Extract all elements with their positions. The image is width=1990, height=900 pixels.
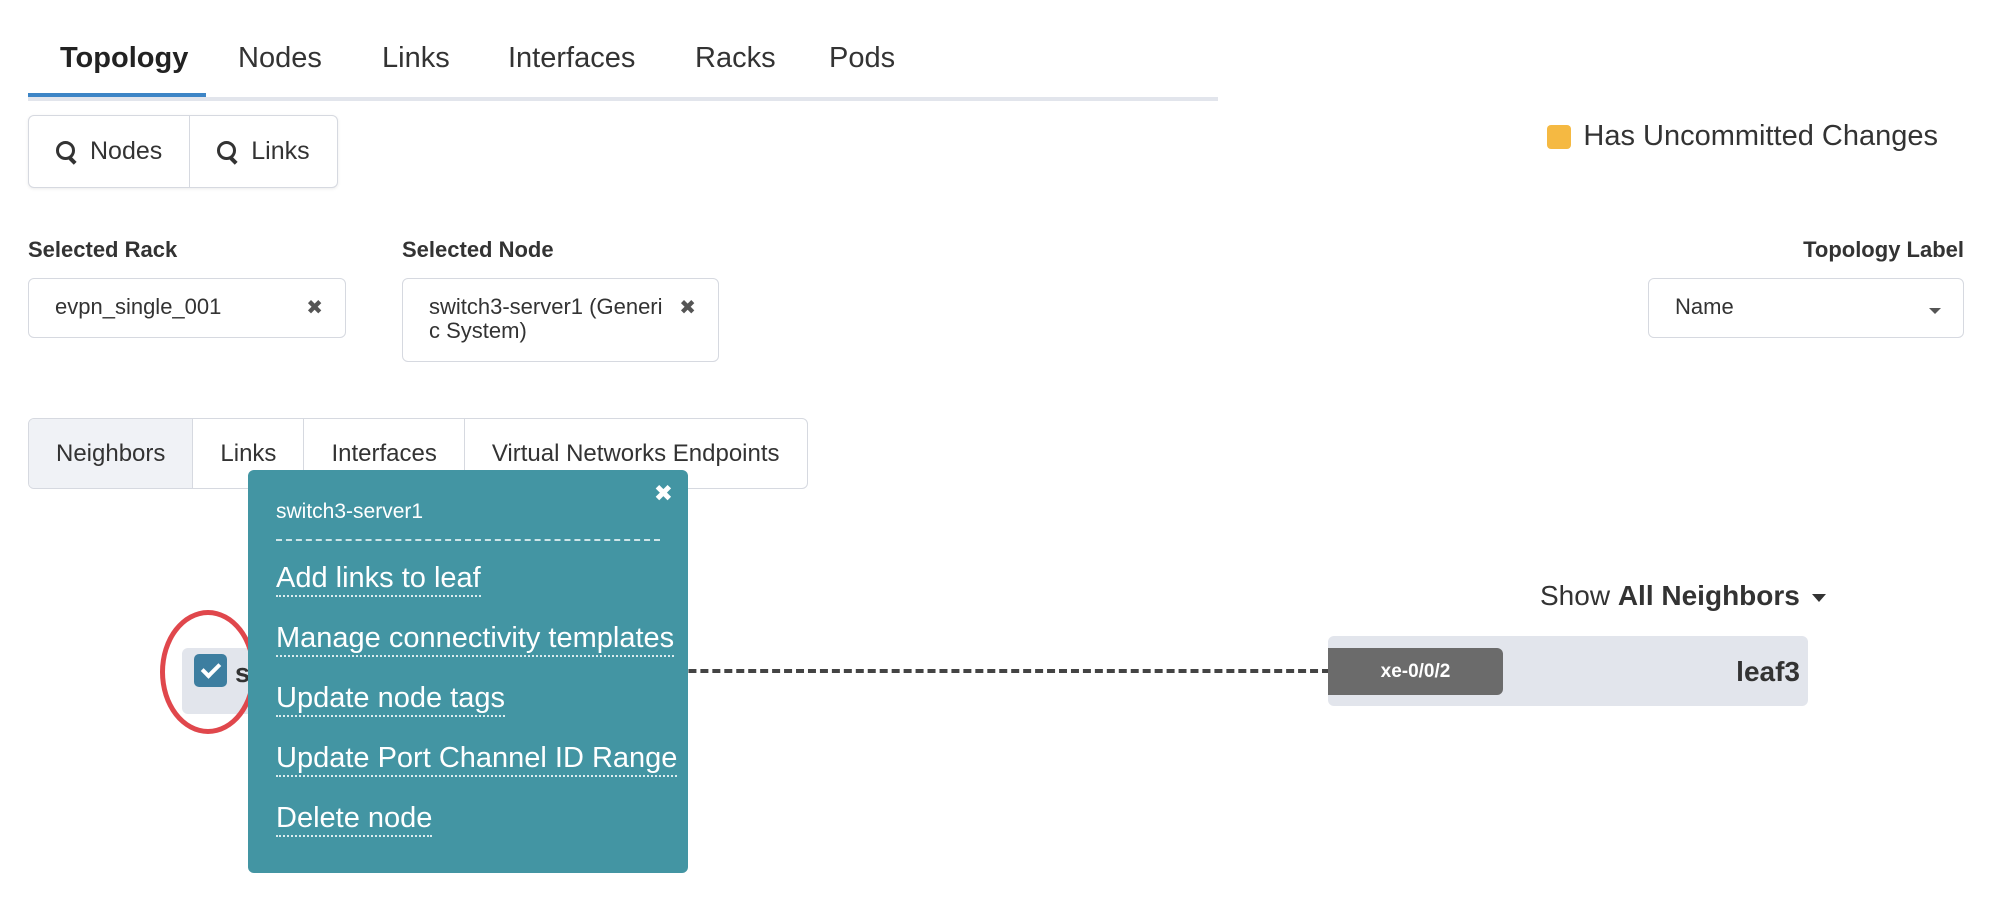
manage-connectivity-templates-link[interactable]: Manage connectivity templates: [276, 621, 675, 657]
topology-label-select[interactable]: Name: [1648, 278, 1964, 338]
show-neighbors-value: All Neighbors: [1617, 580, 1800, 611]
search-nodes-label: Nodes: [90, 137, 163, 165]
node-right-label: leaf3: [1736, 656, 1800, 687]
selected-rack-value: evpn_single_001: [55, 294, 222, 319]
uncommitted-changes-legend: Has Uncommitted Changes: [1547, 120, 1938, 153]
caret-down-icon: [1811, 593, 1826, 602]
tab-links[interactable]: Links: [382, 42, 450, 74]
search-links-label: Links: [251, 137, 310, 165]
tab-topology[interactable]: Topology: [60, 42, 189, 74]
neighbor-link-line: [282, 669, 1330, 673]
selected-node-value-line1: switch3-server1 (Generi: [429, 294, 663, 319]
highlight-circle: [160, 610, 256, 734]
interface-badge[interactable]: xe-0/0/2: [1328, 648, 1503, 695]
search-icon: [217, 140, 239, 163]
active-tab-indicator: [28, 93, 206, 97]
search-links-button[interactable]: Links: [189, 116, 336, 187]
tab-racks[interactable]: Racks: [695, 42, 776, 74]
search-button-group: Nodes Links: [28, 115, 338, 188]
show-prefix: Show: [1540, 580, 1611, 611]
neighbor-sub-tabs: Neighbors Links Interfaces Virtual Netwo…: [28, 418, 808, 489]
popup-title: switch3-server1: [276, 500, 424, 523]
node-context-popup: ✖ switch3-server1 Add links to leaf Mana…: [248, 470, 688, 873]
selected-rack-select[interactable]: evpn_single_001 ✖: [28, 278, 346, 338]
topology-label-title: Topology Label: [1803, 237, 1964, 262]
selected-node-value-line2: c System): [429, 318, 527, 343]
tab-interfaces[interactable]: Interfaces: [508, 42, 636, 74]
subtab-neighbors[interactable]: Neighbors: [29, 419, 193, 488]
uncommitted-swatch: [1547, 124, 1572, 149]
popup-divider: [276, 539, 660, 541]
selected-node-label: Selected Node: [402, 237, 554, 262]
chevron-down-icon: [1929, 308, 1941, 314]
delete-node-link[interactable]: Delete node: [276, 801, 433, 837]
selected-rack-label: Selected Rack: [28, 237, 178, 262]
show-neighbors-dropdown[interactable]: Show All Neighbors: [1540, 580, 1826, 612]
clear-icon[interactable]: ✖: [679, 297, 696, 319]
close-icon[interactable]: ✖: [653, 480, 673, 506]
subtab-virtual-networks-endpoints[interactable]: Virtual Networks Endpoints: [463, 419, 807, 488]
top-tab-bar: Topology Nodes Links Interfaces Racks Po…: [28, 0, 1218, 101]
clear-icon[interactable]: ✖: [306, 297, 323, 319]
search-nodes-button[interactable]: Nodes: [29, 116, 189, 187]
add-links-to-leaf-link[interactable]: Add links to leaf: [276, 561, 481, 597]
update-node-tags-link[interactable]: Update node tags: [276, 681, 505, 717]
subtab-interfaces[interactable]: Interfaces: [303, 419, 463, 488]
topology-label-value: Name: [1675, 294, 1734, 319]
update-port-channel-id-range-link[interactable]: Update Port Channel ID Range: [276, 741, 678, 777]
tab-pods[interactable]: Pods: [829, 42, 896, 74]
search-icon: [56, 140, 78, 163]
legend-label: Has Uncommitted Changes: [1583, 120, 1938, 152]
tab-nodes[interactable]: Nodes: [238, 42, 322, 74]
subtab-links[interactable]: Links: [192, 419, 303, 488]
